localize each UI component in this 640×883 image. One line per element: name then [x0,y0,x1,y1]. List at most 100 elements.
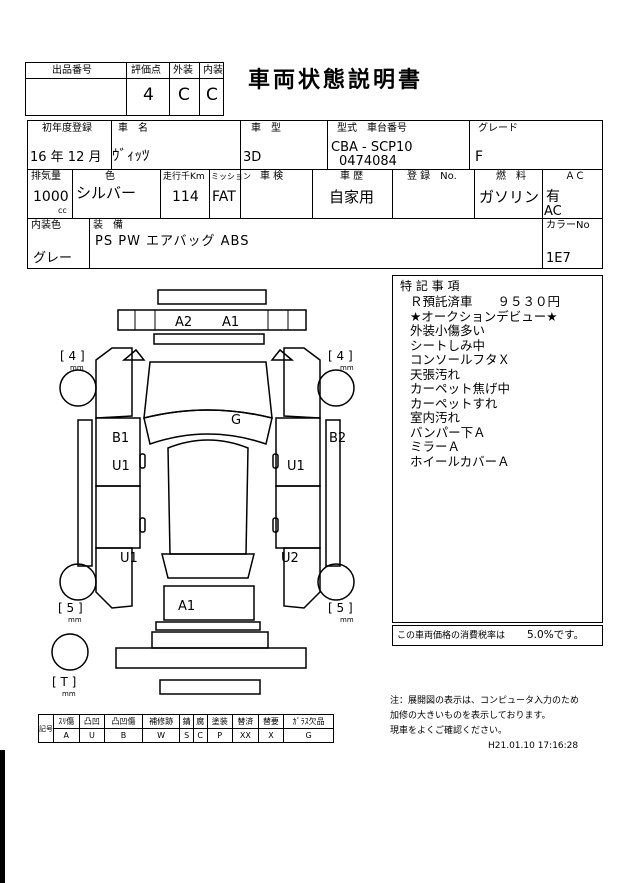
legend-header: 腐 [192,714,208,729]
note-item: ★オークションデビュー★ [410,308,558,324]
scan-edge [0,750,5,883]
grade-label: グレード [478,123,518,134]
damage-mark-windshield: G [231,413,242,428]
lot-number-label: 出品番号 [52,65,92,76]
interior-value: C [206,85,218,105]
legend-code: G [283,728,334,743]
damage-mark-right-rear-fender: U2 [281,551,299,566]
footer-note-line3: 現車をよくご確認ください。 [390,726,508,736]
legend-header: 替要 [257,714,285,729]
mileage-value: 114 [172,189,199,205]
interior-color-value: グレー [33,251,73,266]
damage-mark-left-front-door: B1 [112,431,130,446]
interior-color-label: 内装色 [31,220,61,231]
damage-mark-front-bumper-right: A1 [222,315,240,330]
car-diagram [51,289,355,695]
special-notes-title: 特 記 事 項 [400,279,460,293]
note-item: 天張汚れ [410,366,461,382]
legend-header: ｶﾞﾗｽ欠品 [283,714,334,729]
first-registration-label: 初年度登録 [42,123,92,134]
tread-rear-right-unit: mm [340,616,354,624]
legend-code: S [179,728,194,743]
tax-rate-value: 5.0%です。 [527,629,585,641]
score-value: 4 [143,85,154,105]
displacement-value: 1000 [33,189,69,205]
displacement-label: 排気量 [31,171,61,182]
mission-value: FAT [212,189,236,205]
legend-code: U [78,728,106,743]
damage-mark-left-rear-fender: U1 [120,551,138,566]
type-chassis-label: 型式 車台番号 [337,123,407,134]
legend-title: 記号 [38,714,54,743]
mileage-label: 走行千Km [163,172,205,182]
legend-code: XX [232,728,259,743]
note-item: カーペットすれ [410,395,498,411]
grade-value: F [475,149,484,165]
legend-header: 替済 [232,714,259,729]
footer-note-line1: 注：展開図の表示は、コンピュータ入力のため [390,696,580,706]
special-notes-list: Ｒ預託済車 ９５３０円 ★オークションデビュー★ 外装小傷多い シートしみ中 コ… [410,294,560,469]
legend-header: 凸凹 [78,714,106,729]
legend-header: ｽﾘ傷 [53,714,80,729]
score-box [25,62,224,116]
document-title: 車両状態説明書 [248,68,424,93]
legend-code: W [141,728,181,743]
damage-code-legend: 記号 ｽﾘ傷 凸凹 凸凹傷 補修跡 錆 腐 塗装 替済 替要 ｶﾞﾗｽ欠品 A … [38,714,334,743]
footer-note-line2: 加修の大きいものを表示しております。 [390,711,551,721]
tread-front-left-unit: mm [70,364,84,372]
legend-code: B [104,728,143,743]
interior-label: 内装 [203,65,223,76]
exterior-value: C [178,85,190,105]
color-value: シルバー [76,184,137,202]
fuel-label: 燃 料 [496,171,526,182]
fuel-value: ガソリン [479,188,540,206]
damage-mark-right-door: U1 [287,459,305,474]
note-item: シートしみ中 [410,337,486,353]
displacement-unit: cc [58,206,67,215]
color-number-label: カラーNo [546,220,590,231]
note-item: 外装小傷多い [410,323,486,338]
print-timestamp: H21.01.10 17:16:28 [488,741,579,751]
note-item: コンソールフタＸ [410,352,511,367]
legend-header: 補修跡 [141,714,181,729]
usage-label: 車 歴 [340,171,364,182]
note-item: ミラーＡ [410,439,461,454]
tread-front-right: [ 4 ] [328,349,353,363]
damage-mark-front-bumper: A2 [175,315,193,330]
car-name-label: 車 名 [118,123,148,134]
ac-label: ＡＣ [565,171,585,182]
first-registration-value: 16 年 12 月 [30,150,102,165]
legend-code: C [192,728,208,743]
equipment-label: 装 備 [93,220,123,231]
tread-rear-left-unit: mm [68,616,82,624]
legend-code: X [257,728,285,743]
car-model-value: 3D [243,150,262,165]
usage-value: 自家用 [329,188,375,206]
chassis-number-value: 0474084 [339,154,397,169]
color-number-value: 1E7 [546,251,571,266]
mission-label: ミッション [211,172,251,181]
info-table [27,120,603,269]
legend-header: 塗装 [206,714,234,729]
type-code-value: CBA - SCP10 [331,140,413,155]
legend-code: A [53,728,80,743]
legend-header: 錆 [179,714,194,729]
exterior-label: 外装 [173,65,193,76]
note-item: 室内汚れ [410,410,461,425]
ac-type-value: AC [544,204,562,219]
damage-mark-rear-bumper: A1 [178,599,196,614]
note-item: カーペット焦げ中 [410,381,511,396]
ac-value: 有 [546,189,560,205]
tread-front-right-unit: mm [340,364,354,372]
legend-header: 凸凹傷 [104,714,143,729]
tread-spare-unit: mm [62,690,76,698]
car-name-value: ｳﾞｨｯﾂ [112,146,150,164]
registration-number-label: 登 録 No. [407,171,457,182]
tax-rate-box [392,625,603,646]
equipment-value: PS PW エアバッグ ABS [95,234,250,249]
color-label: 色 [105,171,115,182]
damage-mark-left-door: U1 [112,459,130,474]
tread-rear-right: [ 5 ] [328,601,353,615]
tax-rate-label: この車両価格の消費税率は [397,631,506,641]
